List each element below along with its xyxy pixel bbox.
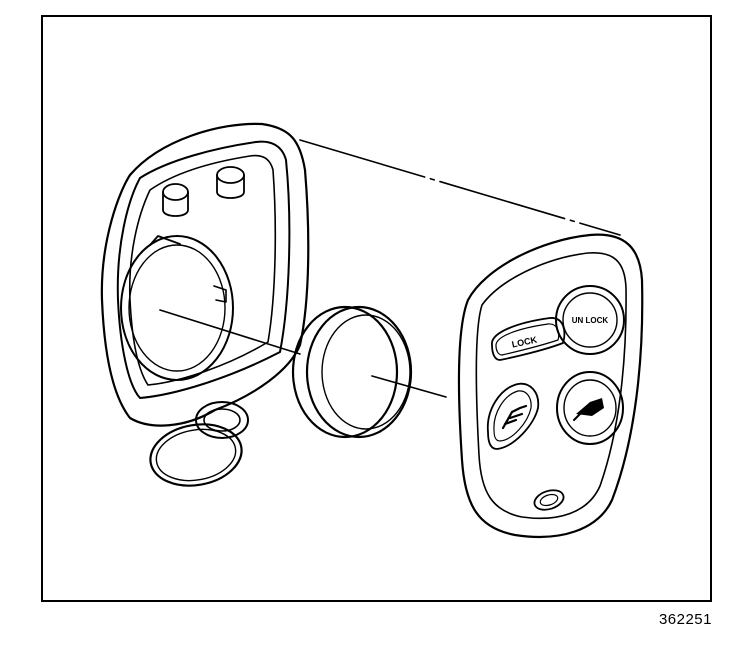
remote-front-housing: [457, 233, 644, 539]
figure-number: 362251: [658, 611, 712, 628]
unlock-button-label: UN LOCK: [572, 316, 609, 325]
horn-icon: [573, 398, 604, 421]
battery-clip: [149, 235, 181, 246]
rear-housing: [100, 122, 310, 487]
figure-frame: [41, 15, 712, 602]
leader-line-front: [371, 375, 447, 398]
battery-rear-face: [305, 305, 413, 439]
battery-well-inner-rim: [128, 244, 226, 372]
alignment-line-top: [299, 139, 621, 236]
contact-post-right: [216, 166, 245, 199]
battery-well-notch: [213, 285, 227, 303]
trunk-release-button[interactable]: [487, 382, 540, 450]
coin-cell-battery: [291, 305, 413, 439]
led-indicator: [533, 489, 565, 511]
battery-edge-ring: [321, 314, 411, 430]
unlock-button[interactable]: [555, 285, 625, 355]
battery-front-face: [291, 305, 399, 439]
battery-well: [120, 235, 234, 381]
remote-outer-shell: [457, 233, 644, 539]
key-ring-loop: [195, 401, 249, 439]
rear-housing-outer-shell: [100, 122, 310, 427]
leader-line-rear: [159, 309, 301, 355]
split-key-ring: [149, 423, 243, 487]
trunk-release-icon: [501, 404, 528, 430]
remote-button-panel: [475, 252, 627, 520]
panic-button[interactable]: [556, 371, 624, 445]
led-indicator-icon: [539, 493, 559, 507]
rear-housing-cavity: [128, 154, 277, 386]
contact-post-left: [162, 183, 189, 217]
rear-housing-inner-rim: [116, 140, 291, 399]
lock-button[interactable]: [491, 317, 566, 361]
